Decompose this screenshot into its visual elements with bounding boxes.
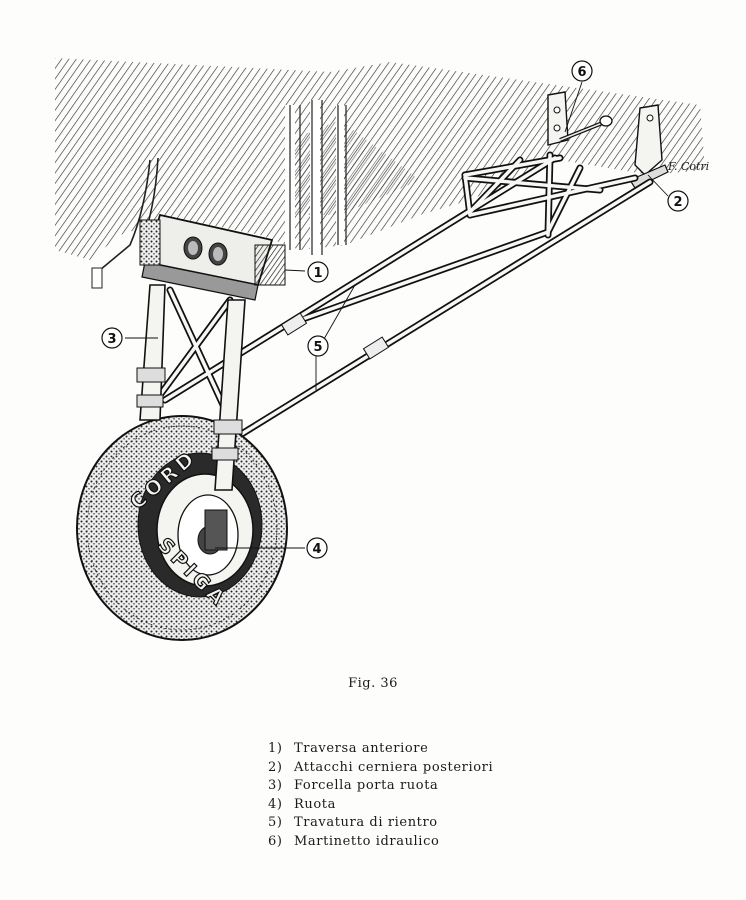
legend-item: 5) Travatura di rientro <box>268 814 493 833</box>
legend-number: 5) <box>268 815 283 830</box>
legend-text: Travatura di rientro <box>294 815 438 830</box>
legend-number: 2) <box>268 759 283 775</box>
retraction-truss <box>156 151 654 439</box>
legend-number: 1) <box>268 741 283 756</box>
wing-underside <box>55 58 705 289</box>
callout-label: 2 <box>673 195 682 210</box>
legend-item: 4) Ruota <box>268 796 493 815</box>
landing-gear-illustration: CORD SPIGA <box>55 58 709 641</box>
figure-legend: 1) Traversa anteriore 2) Attacchi cerniera… <box>268 740 493 851</box>
figure-caption: Fig. 36 <box>348 676 398 691</box>
callout-label: 1 <box>313 266 322 281</box>
legend-item: 3) Forcella porta ruota <box>268 777 493 796</box>
legend-number: 4) <box>268 796 283 812</box>
legend-item: 6) Martinetto idraulico <box>268 833 493 852</box>
legend-text: Forcella porta ruota <box>294 778 439 793</box>
artist-signature: F. Cotri <box>667 160 709 173</box>
legend-item: 1) Traversa anteriore <box>268 740 493 759</box>
callout-3: 3 <box>101 327 123 349</box>
callout-4: 4 <box>306 537 328 559</box>
callout-1: 1 <box>307 261 329 283</box>
legend-number: 3) <box>268 778 283 793</box>
callout-label: 5 <box>313 340 322 355</box>
legend-item: 2) Attacchi cerniera posteriori <box>268 759 493 778</box>
legend-text: Traversa anteriore <box>294 741 429 756</box>
legend-text: Martinetto idraulico <box>294 833 440 849</box>
callout-label: 4 <box>312 542 321 557</box>
callout-2: 2 <box>667 190 689 212</box>
wheel-fork <box>136 284 246 551</box>
callout-label: 3 <box>107 332 116 347</box>
callout-5: 5 <box>307 335 329 357</box>
legend-text: Attacchi cerniera posteriori <box>294 759 494 775</box>
legend-number: 6) <box>268 833 283 849</box>
wheel: CORD SPIGA <box>76 415 288 641</box>
leader-lines <box>125 81 669 549</box>
callout-label: 6 <box>577 65 586 80</box>
front-crossbeam <box>139 213 286 301</box>
legend-text: Ruota <box>294 796 336 812</box>
rear-hinge-attachments <box>547 91 669 189</box>
hydraulic-jack <box>559 115 613 142</box>
callout-6: 6 <box>571 60 593 82</box>
